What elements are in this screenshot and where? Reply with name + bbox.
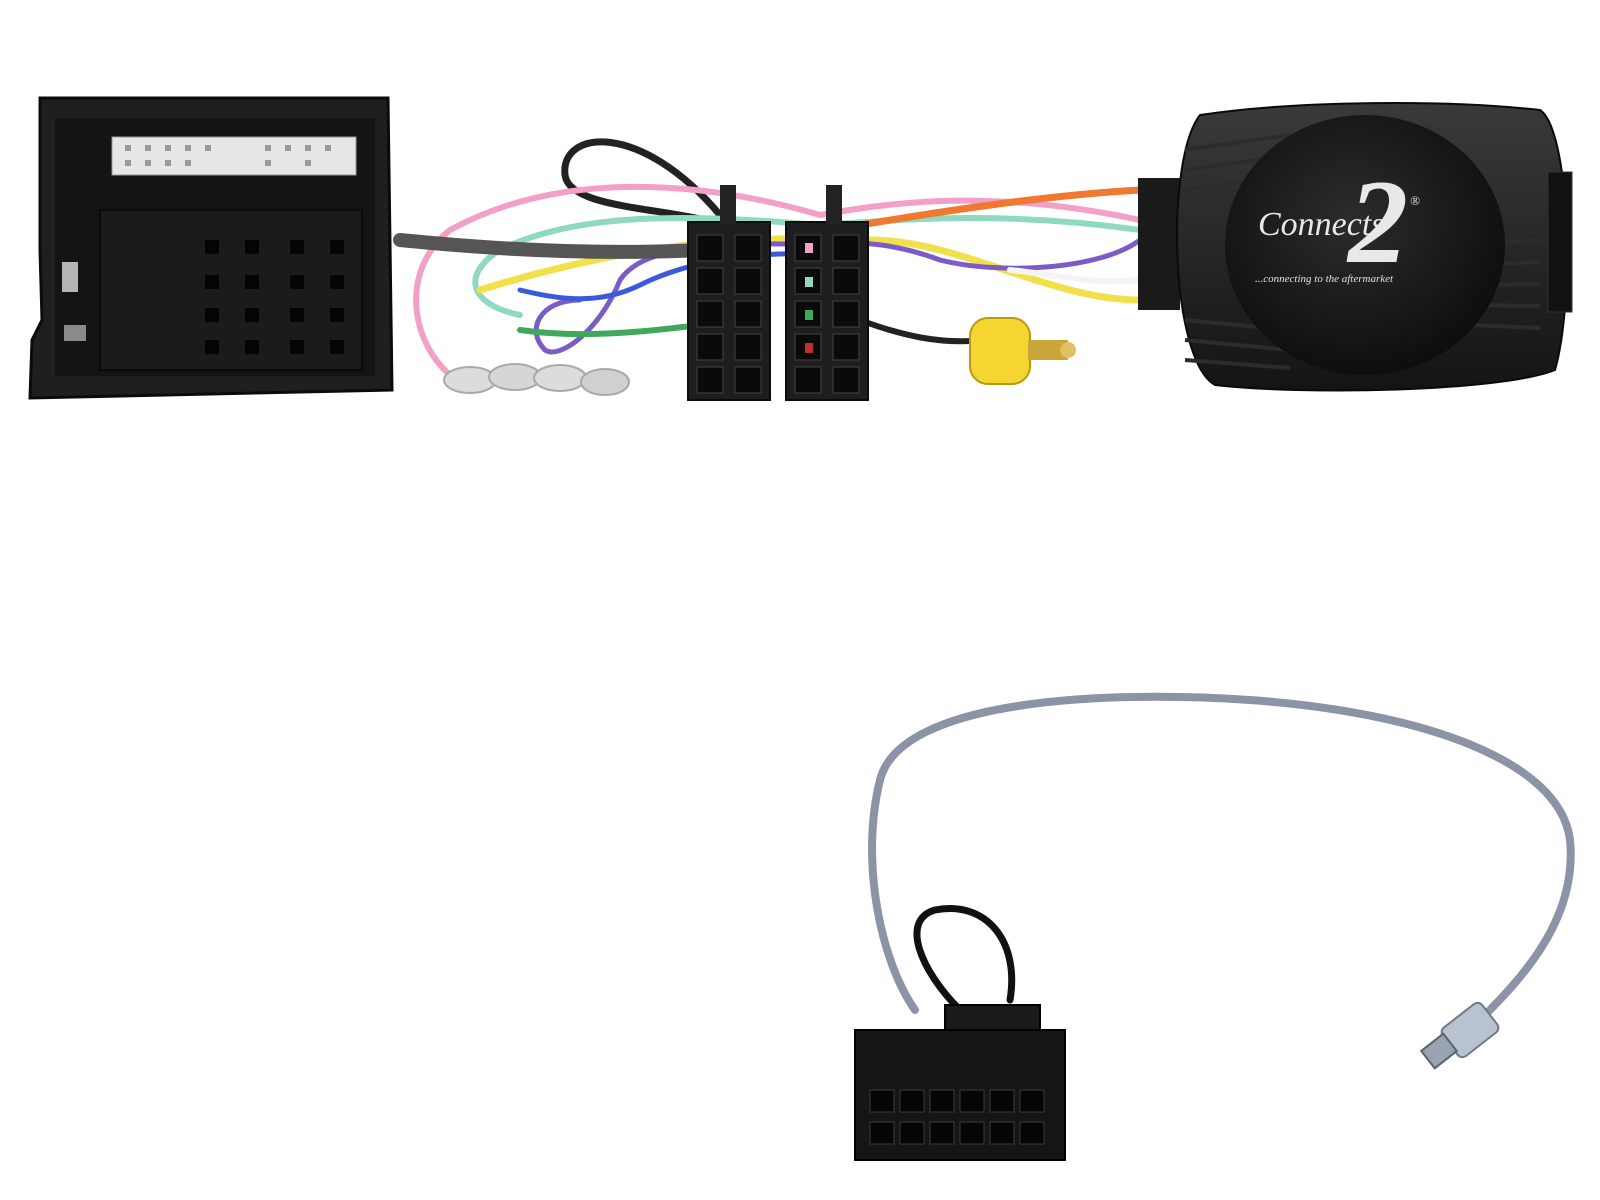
brand-tagline: ...connecting to the aftermarket <box>1255 273 1394 285</box>
grey-loom <box>393 233 707 259</box>
grey-lead-cable <box>868 692 1575 1024</box>
quadlock-connector <box>28 96 394 400</box>
black-loop-wire <box>913 905 1016 1014</box>
insert-pins <box>125 145 331 166</box>
interface-side-port <box>1547 171 1573 313</box>
quadlock-side-latch-lower <box>64 325 86 341</box>
blue-wire <box>517 251 833 302</box>
pink-wire <box>413 183 1143 378</box>
brand-logo: 2 Connects ® ...connecting to the afterm… <box>1255 155 1420 288</box>
quadlock-main-block <box>99 209 363 371</box>
iso-left-latch <box>720 185 736 225</box>
iso-right-latch <box>826 185 842 225</box>
rca-body <box>969 317 1031 385</box>
rca-plug-tip <box>1028 340 1068 360</box>
iso-cells <box>696 234 860 394</box>
quadlock-side-latch <box>62 262 78 292</box>
rca-video-connector <box>969 317 1076 385</box>
interface-cable-boot <box>1138 178 1180 310</box>
spade-terminal <box>443 366 497 394</box>
spade-terminal <box>533 364 587 392</box>
black-wire-rca <box>857 317 988 345</box>
connector-pin-grid <box>869 1089 1045 1145</box>
quadlock-pin-grid <box>205 240 344 354</box>
brand-wordmark: Connects <box>1258 206 1385 243</box>
white-wire <box>1007 267 1143 285</box>
logo-sheen-panel <box>1225 115 1505 375</box>
registered-mark: ® <box>1410 193 1420 208</box>
rca-pin <box>1060 342 1076 358</box>
interface-box: 2 Connects ® ...connecting to the afterm… <box>1138 102 1573 392</box>
twelve-pin-connector <box>854 1004 1066 1161</box>
steering-lead <box>854 692 1575 1161</box>
quadlock-white-insert <box>111 136 357 176</box>
iso-connectors <box>687 185 869 401</box>
orange-wire <box>856 186 1144 229</box>
spade-terminals <box>443 363 630 396</box>
teal-wire <box>472 214 1143 318</box>
antenna-plug <box>1419 1001 1500 1070</box>
spade-terminal <box>580 368 630 396</box>
iso-wire-tips <box>805 243 813 353</box>
brand-numeral: 2 <box>1346 155 1408 288</box>
